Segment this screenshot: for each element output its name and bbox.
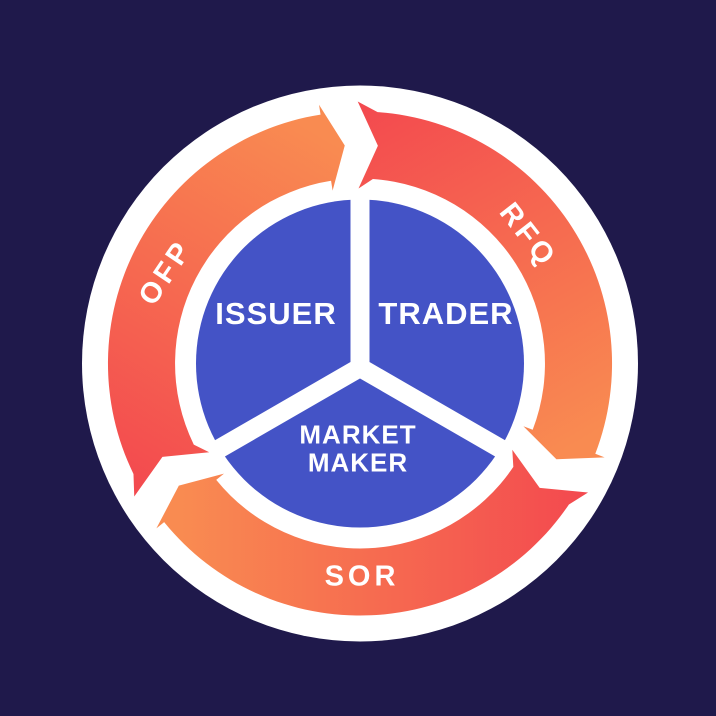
hub-divider <box>206 191 514 462</box>
ring-label-sor: SOR <box>325 561 400 593</box>
hub-label-market-maker-line1: MARKET <box>299 420 416 450</box>
hub-label-market-maker-line2: MAKER <box>308 448 408 478</box>
hub-label-issuer: ISSUER <box>215 296 336 331</box>
hub-label-trader: TRADER <box>378 296 513 331</box>
